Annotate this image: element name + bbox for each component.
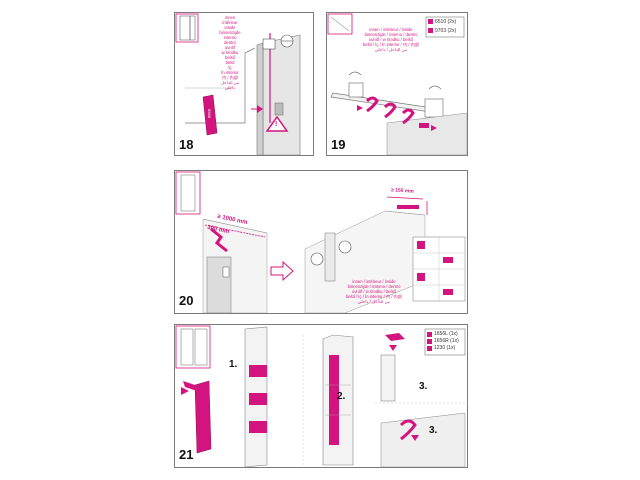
panel-number-19: 19 (331, 137, 346, 152)
arrow-icon (270, 260, 294, 282)
inside-label-20: innen / intérieur / inside binnenzijde /… (345, 279, 403, 304)
panel-18-drawing (175, 13, 301, 155)
part-1230: 1230 (1x) (434, 345, 456, 351)
panel-number-18: 18 (179, 137, 194, 152)
warning-triangle-icon (265, 115, 289, 132)
profile-part-icon (202, 94, 218, 136)
step-1: 1. (229, 359, 238, 370)
step-2: 2. (337, 391, 346, 402)
panel-19: 6510 (2x) 9703 (2x) innen / intérieur / … (326, 12, 468, 156)
step-3-top: 3. (419, 381, 428, 392)
warning-symbol-18: ! (275, 121, 278, 128)
part-1656R: 1656R (1x) (434, 338, 459, 344)
panel-number-20: 20 (179, 293, 194, 308)
inside-label-19: innen / intérieur / inside binnenzijde /… (362, 27, 420, 52)
profile-part-icon (183, 380, 212, 454)
panel-21-drawing (175, 325, 466, 467)
arrow-icon (251, 105, 263, 113)
panel-19-drawing (327, 13, 467, 155)
panel-21: 1. 2. 3. 3. 1656L (1x) 1656R (1x) 1230 (… (174, 324, 468, 468)
door-icon (175, 13, 199, 43)
door-icon (175, 171, 201, 215)
part-9703: 9703 (2x) (435, 28, 457, 34)
part-label-18: 8588 (206, 109, 212, 118)
panel-20: ≥ 1000 mm 300 mm ≥ 150 mm innen / intéri… (174, 170, 468, 314)
bracket-icon (365, 96, 429, 128)
step-3-bottom: 3. (429, 425, 438, 436)
door-icon (327, 13, 353, 35)
part-1656L: 1656L (1x) (434, 331, 458, 337)
part-6510: 6510 (2x) (435, 19, 457, 25)
inside-label-18: innen intérieur inside binnenzijde inter… (219, 15, 241, 90)
panel-number-21: 21 (179, 447, 194, 462)
panel-18: innen intérieur inside binnenzijde inter… (174, 12, 314, 156)
door-icon (175, 325, 211, 369)
panel-20-drawing (175, 171, 466, 313)
